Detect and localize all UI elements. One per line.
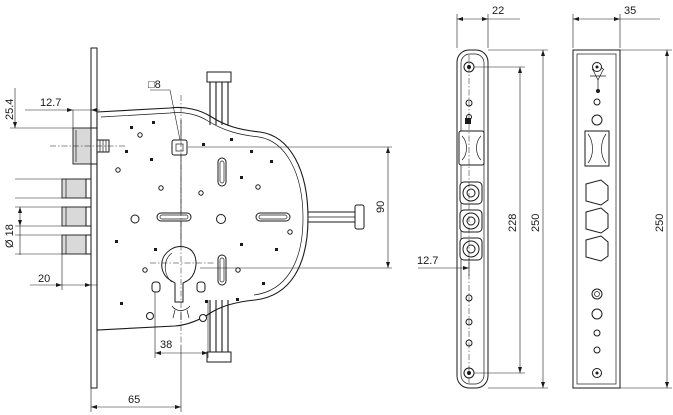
lower-bracket (206, 300, 232, 363)
cylinder-cutout (161, 246, 197, 303)
bolt-throw-label: 20 (38, 273, 50, 285)
lock-side-view (50, 47, 365, 389)
latch-offset-label: 12.7 (40, 97, 61, 109)
side-view-dimensions: 12.7 25.4 Ø 18 20 □8 90 38 (4, 79, 392, 412)
latch-height-label: 25.4 (4, 99, 16, 120)
faceplate-dimensions: 22 228 250 12.7 (417, 5, 548, 389)
faceplate-view (456, 49, 489, 389)
case-slots (156, 157, 291, 286)
drive-rod (307, 204, 365, 230)
handle-cylinder-distance-label: 90 (375, 201, 387, 213)
spindle-label: □8 (148, 79, 161, 91)
brand-logo (590, 66, 606, 93)
cylinder-distance-label: 38 (160, 339, 172, 351)
dead-bolts (61, 178, 92, 255)
strike-length-label: 250 (654, 214, 666, 232)
bolt-diameter-label: Ø 18 (4, 224, 16, 248)
strike-plate-dimensions: 35 250 (572, 5, 672, 389)
spindle-square (171, 139, 188, 156)
faceplate-length-label: 250 (530, 214, 542, 232)
faceplate-width-label: 22 (492, 5, 504, 17)
latch-window (458, 130, 485, 166)
strike-plate-view (572, 49, 621, 389)
bolt-fronts (459, 181, 483, 261)
lock-forend-plate (90, 47, 98, 389)
upper-bracket (206, 71, 232, 125)
case-holes (115, 121, 293, 322)
backset-label: 65 (128, 394, 140, 406)
bolt-offset-label: 12.7 (417, 255, 438, 267)
strike-width-label: 35 (624, 5, 636, 17)
fixing-distance-label: 228 (507, 214, 519, 232)
